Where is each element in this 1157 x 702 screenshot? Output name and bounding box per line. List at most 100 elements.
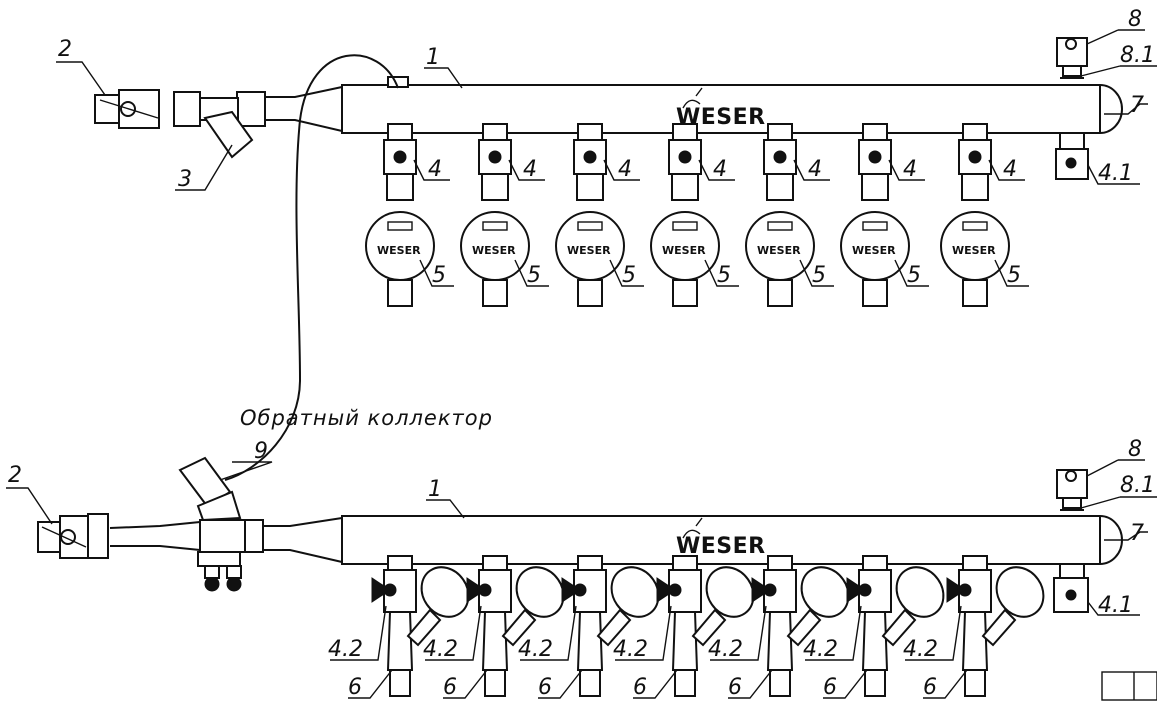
- leader-4-2: [905, 605, 962, 661]
- drain-cock-2: [226, 576, 242, 592]
- flow-meter-outlet: [767, 279, 793, 307]
- balancing-valve-outlet: [864, 669, 886, 697]
- leader-4: [793, 159, 830, 181]
- outlet-valve-nut: [767, 123, 793, 141]
- label-4: 4: [523, 157, 537, 182]
- balancing-valve-body: [961, 611, 989, 671]
- label-81-bottom: 8.1: [1120, 473, 1155, 498]
- balancing-valve-neck: [881, 608, 917, 647]
- outlet-valve-nut: [962, 123, 988, 141]
- flow-meter-outlet: [577, 279, 603, 307]
- return-outlets: 4.264.264.264.264.264.264.26: [328, 555, 1045, 700]
- outlet-valve-stem-icon: [968, 150, 982, 164]
- supply-end-valve-nut: [1059, 132, 1085, 150]
- return-valve-nut: [577, 555, 603, 571]
- label-5: 5: [907, 263, 921, 288]
- leader-4: [413, 159, 450, 181]
- label-5: 5: [527, 263, 541, 288]
- outlet-valve-stem-icon: [393, 150, 407, 164]
- flow-meter-outlet: [862, 279, 888, 307]
- balancing-valve-outlet: [769, 669, 791, 697]
- leader-1-top: [424, 67, 463, 89]
- balancing-valve-neck: [786, 608, 822, 647]
- label-4-2: 4.2: [518, 637, 553, 662]
- label-6: 6: [728, 675, 742, 700]
- butterfly-wing-icon: [561, 577, 581, 603]
- flow-meter-brand: WESER: [852, 244, 896, 257]
- leader-8-bottom: [1086, 459, 1119, 477]
- leader-4: [698, 159, 735, 181]
- outlet-valve-stem-icon: [678, 150, 692, 164]
- balancing-valve-cap: [800, 566, 850, 618]
- leader-5: [894, 259, 929, 287]
- return-end-valve-nut: [1059, 563, 1085, 579]
- return-valve-nut: [962, 555, 988, 571]
- return-union-nut: [87, 513, 109, 559]
- leader-5: [799, 259, 834, 287]
- label-2-bottom: 2: [8, 463, 22, 488]
- flow-meter-brand: WESER: [472, 244, 516, 257]
- return-valve-nut: [482, 555, 508, 571]
- supply-main-valve-handle: [99, 99, 159, 119]
- leader-4: [988, 159, 1025, 181]
- outlet-valve-nut: [862, 123, 888, 141]
- flow-meter-outlet: [672, 279, 698, 307]
- flow-meter-window: [577, 221, 603, 231]
- outlet-valve-tail: [671, 173, 699, 201]
- balancing-valve-body: [576, 611, 604, 671]
- leaders: [6, 29, 1157, 616]
- leader-6: [728, 669, 773, 699]
- balancing-valve-cap: [515, 566, 565, 618]
- outlet-valve-tail: [576, 173, 604, 201]
- return-valve-nut: [672, 555, 698, 571]
- leader-6: [823, 669, 868, 699]
- label-4-2: 4.2: [613, 637, 648, 662]
- supply-outlet-2: WESER 4 5: [460, 123, 549, 307]
- leader-6: [923, 669, 968, 699]
- leader-5: [514, 259, 549, 287]
- return-valve-nut: [387, 555, 413, 571]
- leader-6: [443, 669, 488, 699]
- leader-7-top: [1104, 103, 1148, 115]
- balancing-valve-body: [861, 611, 889, 671]
- balancing-valve-body: [481, 611, 509, 671]
- label-5: 5: [717, 263, 731, 288]
- label-9: 9: [254, 439, 268, 464]
- label-5: 5: [622, 263, 636, 288]
- bypass-drain-block: [197, 551, 241, 567]
- label-5: 5: [1007, 263, 1021, 288]
- leader-4: [508, 159, 545, 181]
- leader-4: [888, 159, 925, 181]
- outlet-valve-stem-icon: [583, 150, 597, 164]
- label-4-2: 4.2: [803, 637, 838, 662]
- label-4-2: 4.2: [423, 637, 458, 662]
- drain-cock-1-stem: [204, 565, 220, 579]
- label-6: 6: [443, 675, 457, 700]
- balancing-valve-neck: [691, 608, 727, 647]
- label-4-2: 4.2: [708, 637, 743, 662]
- label-6: 6: [348, 675, 362, 700]
- leader-3: [175, 144, 233, 191]
- leader-1-bottom: [426, 499, 465, 519]
- label-6: 6: [823, 675, 837, 700]
- return-outlet-1: 4.26: [328, 555, 470, 700]
- leader-4: [603, 159, 640, 181]
- flow-meter-brand: WESER: [567, 244, 611, 257]
- supply-air-vent-cap: [1065, 38, 1077, 50]
- return-valve-nut: [862, 555, 888, 571]
- flow-meter-brand: WESER: [377, 244, 421, 257]
- return-manifold-body: [341, 515, 1123, 565]
- balancing-valve-cap: [420, 566, 470, 618]
- title-block-frame: [1101, 671, 1157, 701]
- outlet-valve-tail: [961, 173, 989, 201]
- butterfly-wing-icon: [846, 577, 866, 603]
- return-main-valve-handle: [41, 526, 87, 548]
- flow-meter-window: [962, 221, 988, 231]
- butterfly-wing-icon: [656, 577, 676, 603]
- label-7-bottom: 7: [1130, 521, 1144, 546]
